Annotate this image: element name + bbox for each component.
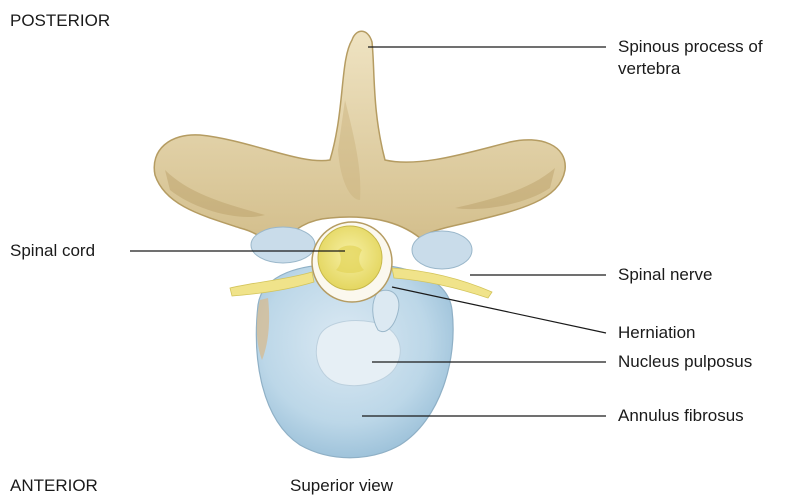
anterior-label: ANTERIOR — [10, 475, 98, 497]
spinal-cord-label: Spinal cord — [10, 240, 95, 262]
spinous-process-label: Spinous process of vertebra — [618, 36, 768, 80]
spinal-nerve-label: Spinal nerve — [618, 264, 713, 286]
view-caption: Superior view — [290, 475, 393, 497]
vertebral-arch — [154, 31, 565, 250]
nucleus-pulposus-label: Nucleus pulposus — [618, 351, 752, 373]
right-facet — [412, 231, 472, 269]
annulus-fibrosus-label: Annulus fibrosus — [618, 405, 744, 427]
herniation-label: Herniation — [618, 322, 696, 344]
posterior-label: POSTERIOR — [10, 10, 110, 32]
left-facet — [251, 227, 315, 263]
